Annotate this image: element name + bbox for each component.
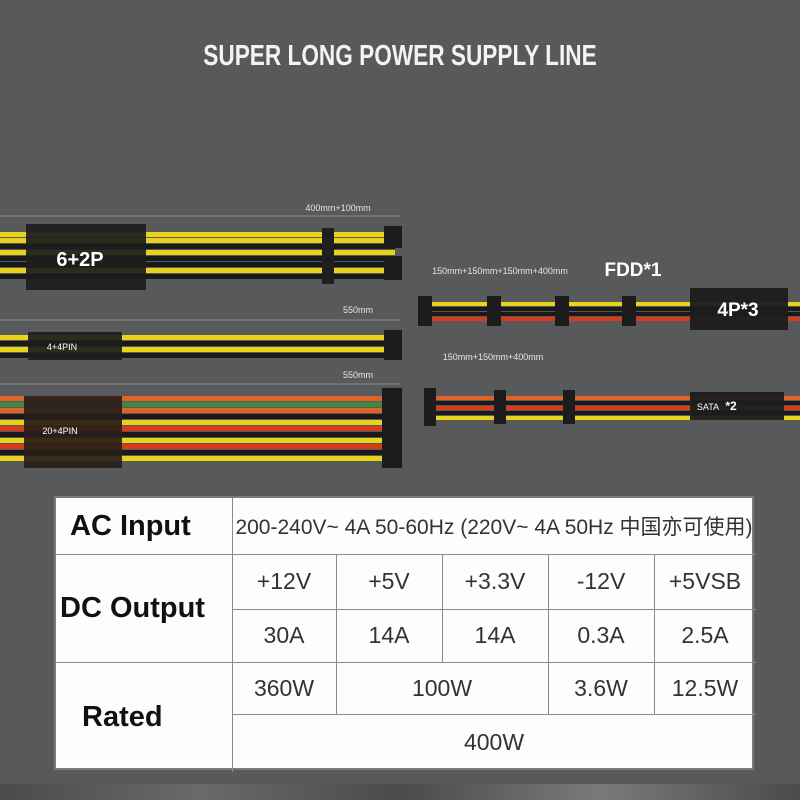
cpu-label: 4+4PIN [47,342,77,352]
pcie-length: 400mm+100mm [305,203,370,213]
current-5v: 14A [368,622,410,648]
rated-5v-3v3: 100W [411,674,473,701]
rail-12v: +12V [256,568,312,594]
atx-label: 20+4PIN [42,426,77,436]
sata-length: 150mm+150mm+400mm [443,352,544,362]
rail-neg12v: -12V [576,568,626,594]
ac-input-value: 200-240V~ 4A 50-60Hz (220V~ 4A 50Hz 中国亦可… [235,516,753,539]
cpu-length: 550mm [343,305,373,315]
atx-length: 550mm [343,370,373,380]
spec-table: AC Input 200-240V~ 4A 50-60Hz (220V~ 4A … [54,496,756,772]
cable-illustration: 6+2P 400mm+100mm 4+4PIN 550mm 20+4PIN 55… [0,203,800,468]
current-3v3: 14A [474,622,516,648]
fdd-label: FDD*1 [604,260,661,281]
molex-length: 150mm+150mm+150mm+400mm [432,266,568,276]
rated-label: Rated [82,700,163,733]
page-title: SUPER LONG POWER SUPPLY LINE [203,40,597,72]
rated-neg12v: 3.6W [574,674,628,701]
rail-5vsb: +5VSB [668,568,742,594]
bottom-strip [0,784,800,800]
atx-cable: 20+4PIN 550mm [0,370,402,468]
cpu-cable: 4+4PIN 550mm [0,305,402,360]
sata-count: *2 [725,399,737,413]
pcie-label: 6+2P [56,249,103,271]
pcie-cable: 6+2P 400mm+100mm [0,203,402,290]
current-5vsb: 2.5A [681,622,729,648]
rated-5vsb: 12.5W [671,674,739,701]
ac-input-label: AC Input [70,509,191,542]
molex-label: 4P*3 [717,300,758,321]
current-12v: 30A [263,622,305,648]
rail-5v: +5V [368,568,410,594]
dc-output-label: DC Output [60,591,205,624]
rated-total: 400W [463,728,525,755]
sata-cable: 150mm+150mm+400mm SATA *2 [424,352,800,426]
rail-3v3: +3.3V [464,568,526,594]
molex-cable: 150mm+150mm+150mm+400mm FDD*1 4P*3 [418,260,800,330]
sata-label: SATA [697,402,719,412]
rated-12v: 360W [253,674,315,701]
current-neg12v: 0.3A [577,622,625,648]
